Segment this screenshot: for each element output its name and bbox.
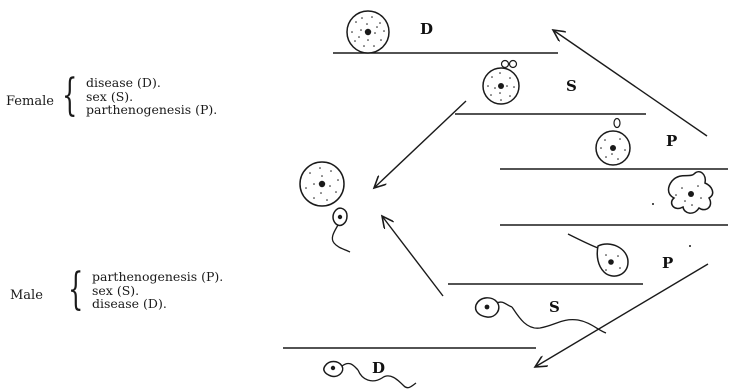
egg-cell-d-top [347, 11, 389, 53]
arrow-down-left [535, 264, 708, 367]
stage-letter-d-bottom: D [372, 359, 385, 377]
egg-cell-s-top [483, 61, 519, 105]
stage-letter-s-bottom: S [549, 298, 560, 316]
egg-cell-p-top [596, 119, 630, 166]
amoeboid-cell [652, 172, 713, 213]
arrow-to-egg-from-top [374, 101, 466, 188]
stage-letter-d-top: D [420, 20, 433, 38]
sperm-cell-s-bottom [476, 298, 606, 333]
stage-letter-s-top: S [566, 77, 577, 95]
sperm-cell-d-bottom [324, 362, 416, 388]
stage-letter-p-top: P [666, 132, 677, 150]
sperm-cell-center [332, 208, 350, 252]
arrow-to-egg-from-bottom [382, 216, 443, 296]
egg-cell-center [300, 162, 344, 206]
stage-letter-p-bottom: P [662, 254, 673, 272]
